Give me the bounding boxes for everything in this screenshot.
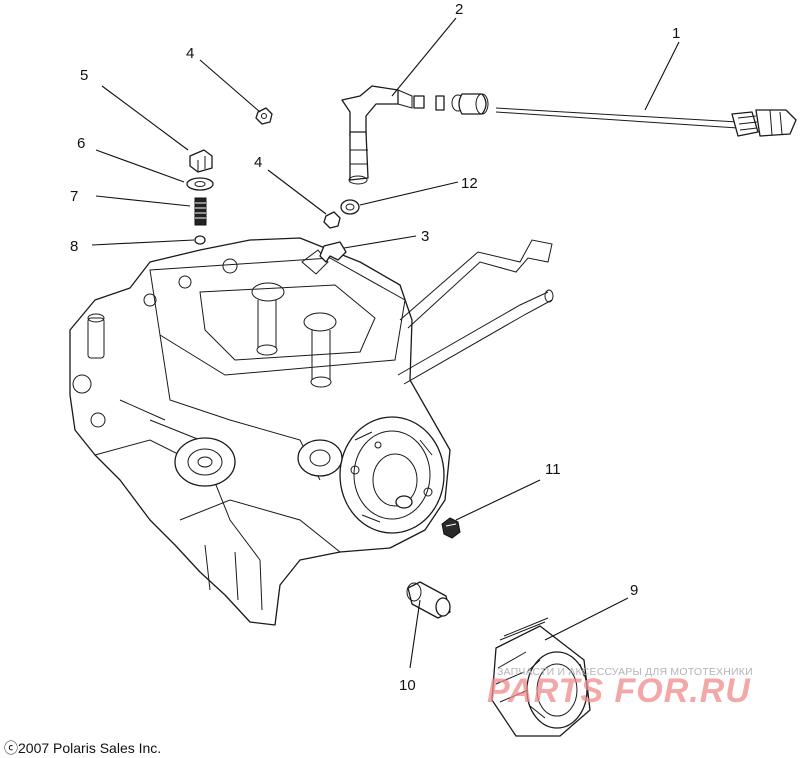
part-5-drain-plug [189,149,213,173]
callout-12: 12 [461,175,478,192]
watermark-strapline: ЗАПЧАСТИ И АКСЕССУАРЫ ДЛЯ МОТОТЕХНИКИ [497,666,753,678]
part-6-washer [186,177,214,191]
part-11-fitting [441,517,461,539]
part-1-dipstick [495,107,797,137]
callout-4-upper: 4 [186,45,194,62]
callout-4-middle: 4 [254,154,262,171]
callout-7: 7 [70,188,78,205]
callout-9: 9 [630,582,638,599]
part-3-bracket [319,241,347,263]
callout-numbers: 1 2 3 4 4 5 6 7 8 9 10 11 12 [70,1,680,694]
copyright-notice: ⓒ2007 Polaris Sales Inc. [4,740,162,756]
part-12-o-ring [340,199,360,215]
callout-1: 1 [672,25,680,42]
leader-lines [91,17,680,669]
watermark-logo: PARTS FOR.RU [487,672,751,710]
callout-6: 6 [77,135,85,152]
callout-3: 3 [421,228,429,245]
callout-2: 2 [455,1,463,18]
callout-5: 5 [80,67,88,84]
part-7-spring [194,197,207,226]
callout-11: 11 [545,461,561,478]
part-8-o-ring [194,235,206,245]
callout-8: 8 [70,238,78,255]
callout-10: 10 [399,677,416,694]
part-9-oil-filter [491,617,591,737]
part-4-nut-middle [323,211,341,229]
part-10-adapter [406,581,451,619]
engine-block [69,237,554,626]
part-2-dipstick-tube [341,85,489,185]
